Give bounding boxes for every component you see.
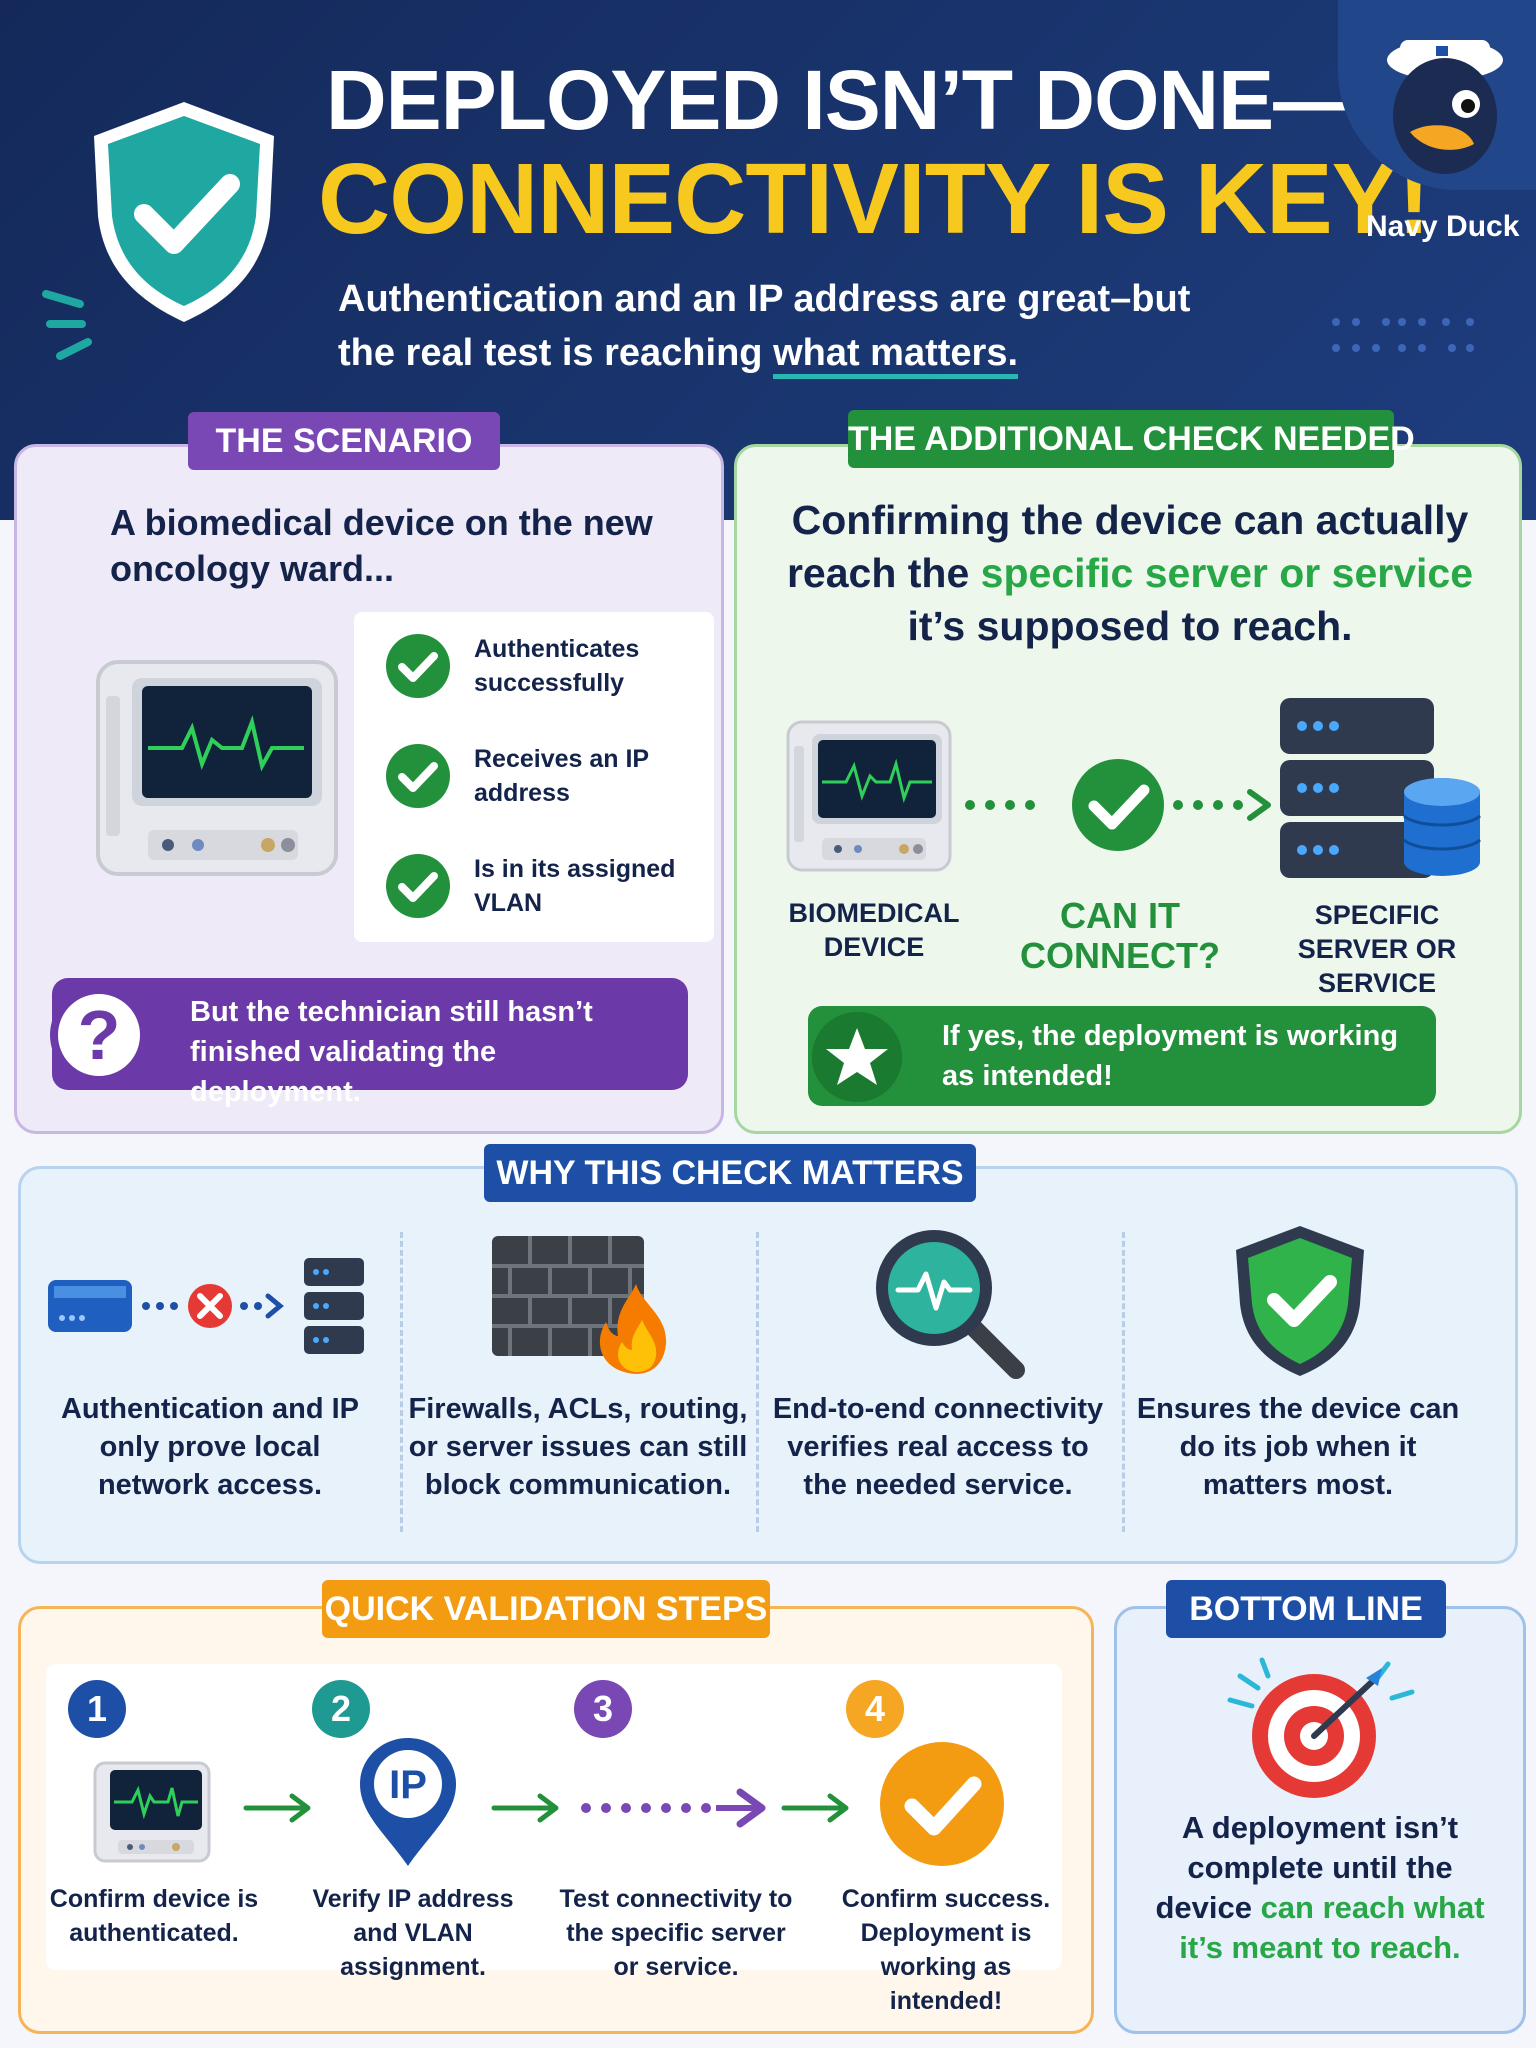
- check-item-vlan: Is in its assigned VLAN: [384, 846, 704, 926]
- step-number-2: 2: [312, 1680, 370, 1738]
- lead-text-1: Confirming the device can actually reach…: [786, 497, 1469, 596]
- check-circle-icon: [386, 744, 450, 808]
- scenario-banner-text: But the technician still hasn’t finished…: [190, 996, 593, 1108]
- hero-title-line1: DEPLOYED ISN’T DONE—: [326, 53, 1357, 147]
- duck-mascot-icon: [1387, 40, 1503, 174]
- scenario-tag: THE SCENARIO: [188, 412, 500, 470]
- ip-pin-text: IP: [389, 1763, 427, 1807]
- additional-check-tag: THE ADDITIONAL CHECK NEEDED: [848, 410, 1415, 468]
- success-banner-text: If yes, the deployment is working as int…: [942, 1020, 1399, 1092]
- biomedical-monitor-icon: [96, 660, 338, 876]
- step-label-4: Confirm success. Deployment is working a…: [841, 1885, 1051, 2015]
- magnifier-pulse-icon: [876, 1230, 1025, 1379]
- column-divider: [756, 1232, 759, 1532]
- step-number-1: 1: [68, 1680, 126, 1738]
- step-label-2: Verify IP address and VLAN assignment.: [312, 1885, 514, 1981]
- hero-subtitle: Authentication and an IP address are gre…: [338, 272, 1198, 380]
- star-icon: [812, 1012, 902, 1102]
- why-card: [18, 1166, 1518, 1564]
- arrow-right-icon: [243, 1793, 311, 1823]
- dots-decoration: [1332, 318, 1474, 352]
- hero-title-line2: CONNECTIVITY IS KEY!: [318, 143, 1431, 255]
- check-circle-icon: [386, 634, 450, 698]
- why-tag: WHY THIS CHECK MATTERS: [484, 1144, 976, 1202]
- biomedical-monitor-icon: [93, 1761, 211, 1863]
- check-item-label: Authenticates successfully: [474, 635, 640, 697]
- why-item-2: Firewalls, ACLs, routing, or server issu…: [408, 1393, 748, 1501]
- arrow-right-icon: [491, 1793, 559, 1823]
- why-item-4: Ensures the device can do its job when i…: [1136, 1393, 1460, 1501]
- steps-tag: QUICK VALIDATION STEPS: [322, 1580, 770, 1638]
- scenario-question-banner: ? But the technician still hasn’t finish…: [50, 978, 688, 1108]
- flow-question-label: CAN IT CONNECT?: [1020, 895, 1220, 976]
- arrow-right-icon: [781, 1793, 849, 1823]
- additional-check-lead: Confirming the device can actually reach…: [760, 494, 1500, 653]
- check-item-label: Receives an IP address: [474, 745, 649, 807]
- ip-location-pin-icon: IP: [360, 1738, 456, 1866]
- shield-check-icon: [1236, 1226, 1364, 1376]
- check-circle-icon: [386, 854, 450, 918]
- shield-check-icon: [94, 102, 274, 322]
- flow-server-label: SPECIFIC SERVER OR SERVICE: [1297, 900, 1457, 998]
- check-item-ip: Receives an IP address: [384, 736, 704, 816]
- hero-subtitle-text: Authentication and an IP address are gre…: [338, 278, 1191, 374]
- hero-subtitle-highlight: what matters.: [773, 332, 1019, 379]
- step-number-4: 4: [846, 1680, 904, 1738]
- lead-highlight: specific server or service: [980, 550, 1474, 596]
- firewall-icon: [492, 1236, 667, 1374]
- check-item-label: Is in its assigned VLAN: [474, 855, 676, 917]
- bottom-line-text: A deployment isn’t complete until the de…: [1140, 1808, 1500, 1968]
- mascot-name: Navy Duck: [1366, 210, 1520, 243]
- bottom-line-tag: BOTTOM LINE: [1166, 1580, 1446, 1638]
- blocked-connection-icon: [48, 1258, 364, 1354]
- biomedical-monitor-icon: [786, 720, 952, 872]
- scenario-check-list: Authenticates successfully Receives an I…: [354, 612, 714, 942]
- why-item-3: End-to-end connectivity verifies real ac…: [772, 1393, 1104, 1501]
- column-divider: [1122, 1232, 1125, 1532]
- dotted-arrow-icon: [581, 1788, 766, 1828]
- flow-device-label: BIOMEDICAL DEVICE: [788, 898, 960, 962]
- connection-check-flow: [965, 759, 1271, 851]
- step-label-1: Confirm device is authenticated.: [49, 1885, 259, 1947]
- scenario-lead: A biomedical device on the new oncology …: [110, 502, 653, 589]
- check-item-authenticates: Authenticates successfully: [384, 626, 704, 706]
- check-circle-icon: [880, 1742, 1004, 1866]
- column-divider: [400, 1232, 403, 1532]
- server-database-icon: [1280, 698, 1481, 878]
- spark-lines-icon: [42, 290, 92, 360]
- step-label-3: Test connectivity to the specific server…: [559, 1885, 793, 1981]
- success-banner: If yes, the deployment is working as int…: [808, 1006, 1436, 1106]
- bottom-line-text-1: A deployment isn’t complete until the de…: [1155, 1810, 1459, 1925]
- bottom-line-highlight: can reach what it’s meant to reach.: [1179, 1890, 1485, 1965]
- target-icon: [1227, 1657, 1415, 1798]
- step-number-3: 3: [574, 1680, 632, 1738]
- question-mark-icon: ?: [50, 986, 148, 1084]
- lead-text-2: it’s supposed to reach.: [907, 603, 1353, 649]
- why-item-1: Authentication and IP only prove local n…: [60, 1393, 360, 1501]
